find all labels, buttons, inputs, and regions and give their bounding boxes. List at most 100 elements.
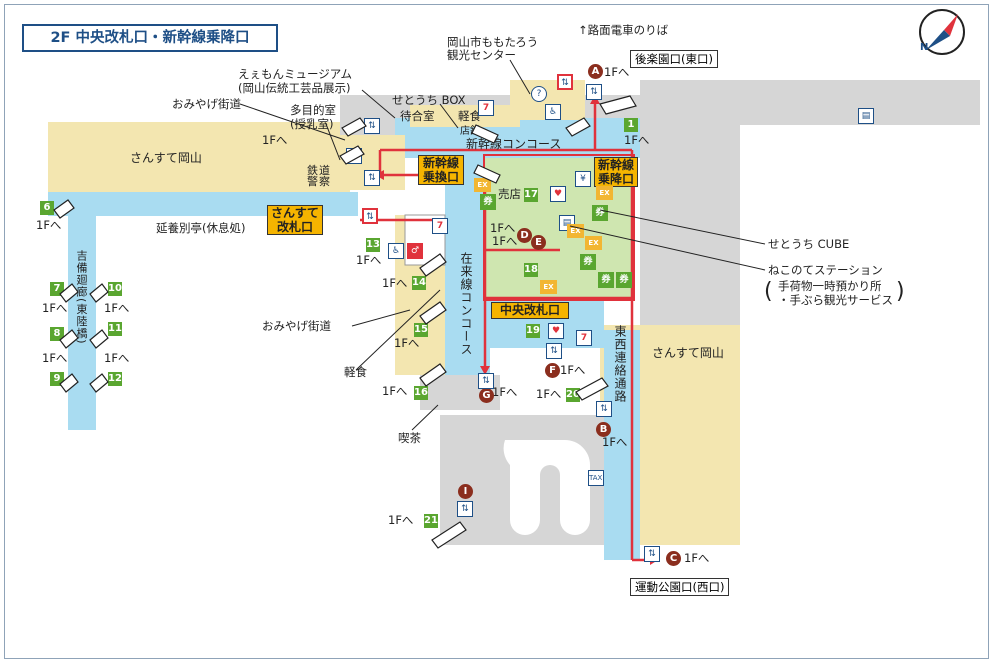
elevator-icon: ⇅ xyxy=(546,343,562,359)
arrow-transfer xyxy=(480,366,490,375)
to-1f-label: 1Fへ xyxy=(382,276,408,290)
to-1f-label: 1Fへ xyxy=(104,351,130,365)
exit-letter-b: B xyxy=(596,422,611,437)
stair-glyph xyxy=(431,521,467,549)
stair-glyph xyxy=(339,145,365,165)
exit-letter-f: F xyxy=(545,363,560,378)
bus-loop xyxy=(503,440,590,535)
stair-glyph xyxy=(473,164,501,184)
police-label: 鉄道警察 xyxy=(307,164,331,188)
stair-glyph xyxy=(419,253,447,277)
to-1f-label: 1Fへ xyxy=(536,387,562,401)
elevator-icon: ⇅ xyxy=(364,170,380,186)
stair-10: 10 xyxy=(108,282,122,296)
to-1f-label: 1Fへ xyxy=(604,65,630,79)
to-1f-label: 1Fへ xyxy=(560,363,586,377)
leader-line xyxy=(325,123,341,161)
exit-letter-d: D xyxy=(517,228,532,243)
sansute-east-label: さんすて岡山 xyxy=(652,346,724,360)
stair-21: 21 xyxy=(424,514,438,528)
ticket-machine-icon: 券 xyxy=(598,272,614,288)
tozai-corridor-label: 東西連絡通路 xyxy=(613,325,627,403)
stair-1: 1 xyxy=(624,118,638,132)
tozai-corridor xyxy=(604,330,640,560)
ex-ticket-icon: EX xyxy=(596,186,613,200)
elevator-icon: ⇅ xyxy=(596,401,612,417)
compass-label: N xyxy=(920,42,929,53)
nekonote-label-2: 手荷物一時預かり所 xyxy=(778,279,882,293)
to-1f-label: 1Fへ xyxy=(104,301,130,315)
sansute-west-label: さんすて岡山 xyxy=(130,151,202,165)
stair-glyphs xyxy=(53,95,637,549)
exit-letter-i: I xyxy=(458,484,473,499)
leader-line xyxy=(569,225,766,271)
leader-line xyxy=(351,309,411,327)
to-1f-label: 1Fへ xyxy=(492,385,518,399)
stair-8: 8 xyxy=(50,327,64,341)
toilet-icon: ♿ xyxy=(388,243,404,259)
gate-shinkansen-transfer: 新幹線乗換口 xyxy=(418,155,464,185)
nekonote-bracket: ( xyxy=(764,279,773,304)
stair-glyph xyxy=(53,199,75,219)
stair-glyph xyxy=(471,124,499,144)
stair-15: 15 xyxy=(414,323,428,337)
nekonote-label-3: ・手ぶら観光サービス xyxy=(778,293,893,307)
ex-ticket-icon: EX xyxy=(474,178,491,192)
kissa-label: 喫茶 xyxy=(398,431,421,445)
stair-11: 11 xyxy=(108,322,122,336)
leader-line xyxy=(599,209,766,245)
info-icon: ? xyxy=(531,86,547,102)
locker-icon: ▤ xyxy=(858,108,874,124)
stair-16: 16 xyxy=(414,386,428,400)
eemon-label-2: (岡山伝統工芸品展示) xyxy=(238,81,351,95)
leader-line xyxy=(361,89,396,119)
tenpo-label: 店舗 xyxy=(460,126,480,137)
stair-17: 17 xyxy=(524,188,538,202)
to-1f-label: 1Fへ xyxy=(262,133,288,147)
zairaisen-concourse-label: 在来線コンコース xyxy=(459,252,473,356)
convenience-store-icon: 7 xyxy=(576,330,592,346)
ex-ticket-icon: EX xyxy=(567,224,584,238)
leader-line xyxy=(355,289,441,371)
omiyage-top-label: おみやげ街道 xyxy=(172,97,241,111)
to-1f-label: 1Fへ xyxy=(684,551,710,565)
ticket-machine-icon: 券 xyxy=(592,205,608,221)
to-1f-label: 1Fへ xyxy=(42,301,68,315)
elevator-icon: ⇅ xyxy=(557,74,573,90)
compass xyxy=(919,9,965,55)
route-lines xyxy=(360,100,655,562)
enbi-label: 延養別亭(休息処) xyxy=(156,221,246,235)
stair-9: 9 xyxy=(50,372,64,386)
to-1f-label: 1Fへ xyxy=(492,234,518,248)
exit-letter-a: A xyxy=(588,64,603,79)
stair-19: 19 xyxy=(526,324,540,338)
eemon-label-1: えぇもんミュージアム xyxy=(238,67,352,81)
exit-letter-g: G xyxy=(479,388,494,403)
stair-glyph xyxy=(59,329,79,349)
shinkansen-gate-box xyxy=(483,154,635,301)
to-1f-label: 1Fへ xyxy=(42,351,68,365)
sansute-west-block xyxy=(48,122,343,192)
exit-undokoen: 運動公園口(西口) xyxy=(630,578,730,596)
to-1f-label: 1Fへ xyxy=(382,384,408,398)
stair-glyph xyxy=(89,373,109,393)
nekonote-bracket: ) xyxy=(896,279,905,304)
stair-glyph xyxy=(419,301,447,325)
stair-glyph xyxy=(59,373,79,393)
to-1f-label: 1Fへ xyxy=(388,513,414,527)
stair-glyph xyxy=(599,95,637,115)
toilet-icon: ♿ xyxy=(545,104,561,120)
ticket-machine-icon: 券 xyxy=(580,254,596,270)
to-1f-label: 1Fへ xyxy=(356,253,382,267)
ex-ticket-icon: EX xyxy=(540,280,557,294)
omiyage-mid-label: おみやげ街道 xyxy=(262,319,331,333)
machiai-label: 待合室 xyxy=(400,109,435,123)
exit-korakuen: 後楽園口(東口) xyxy=(630,50,718,68)
atm-icon: ¥ xyxy=(575,171,591,187)
tamokuteki-label-1: 多目的室 xyxy=(290,103,336,117)
stair-13: 13 xyxy=(366,238,380,252)
tamokuteki-label-2: (授乳室) xyxy=(290,117,334,131)
stair-glyph xyxy=(575,377,609,401)
elevator-icon: ⇅ xyxy=(644,546,660,562)
